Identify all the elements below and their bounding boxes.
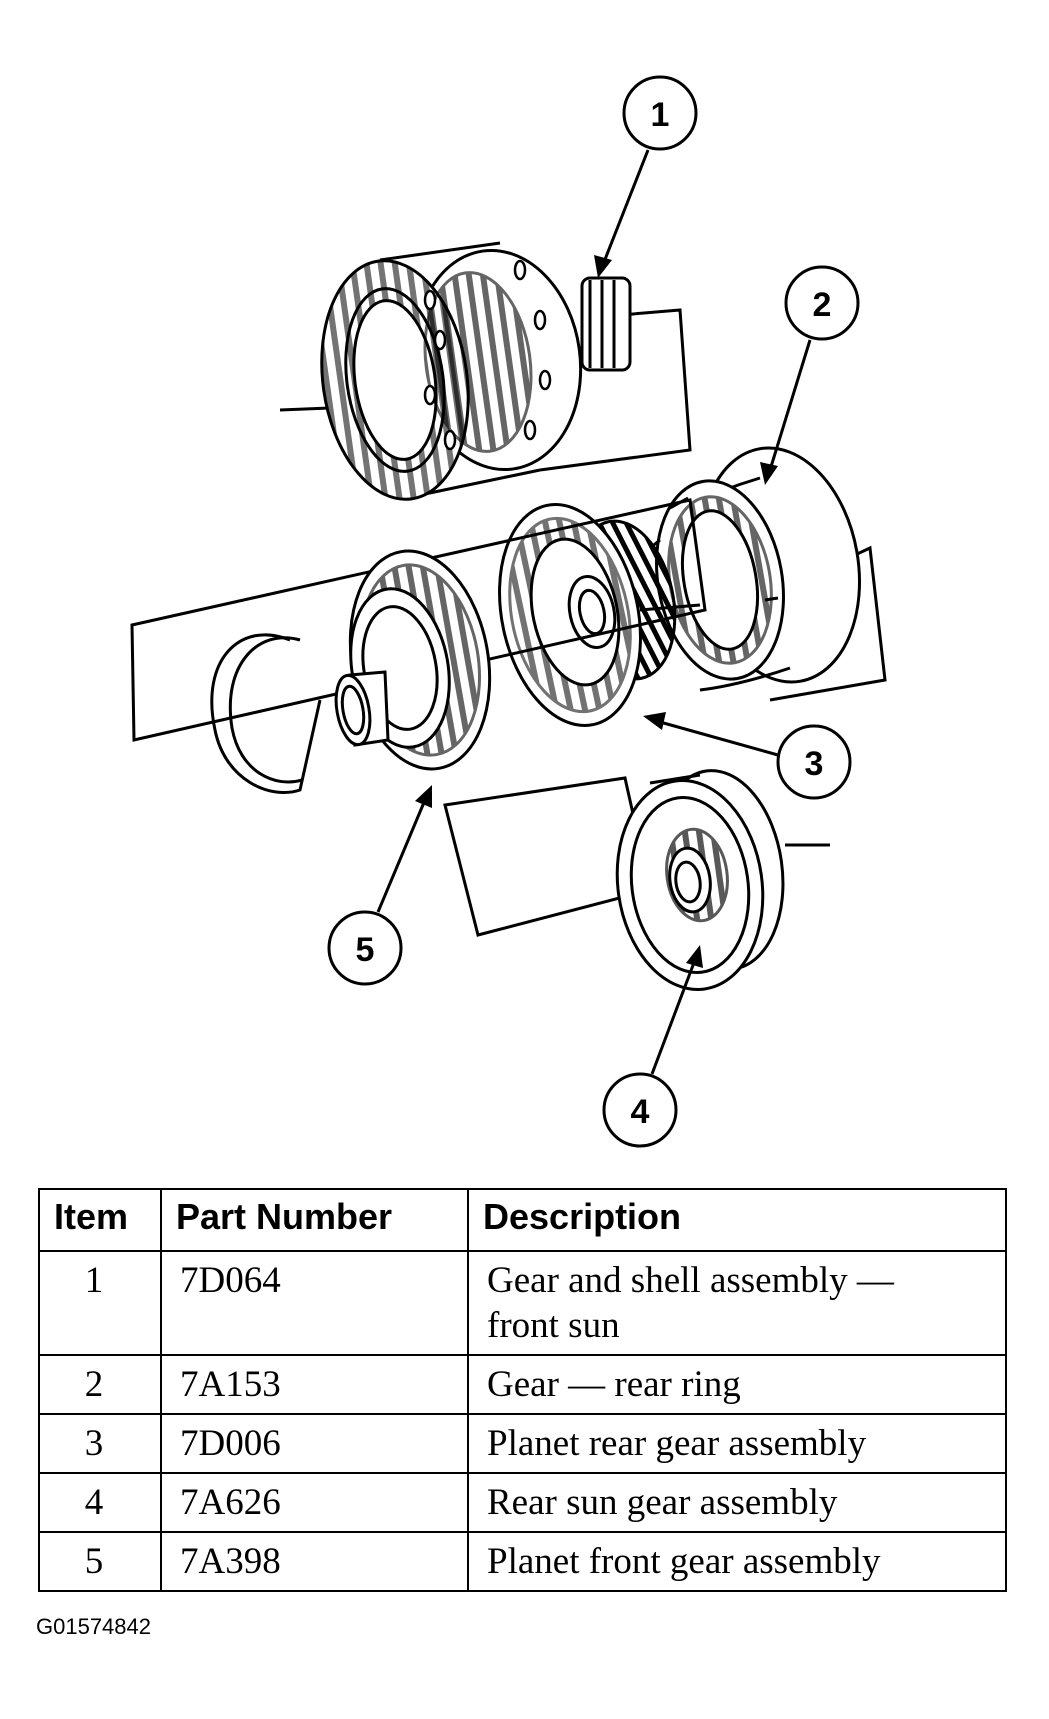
header-description: Description [467, 1188, 1007, 1252]
part-number-cell: 7A398 [160, 1531, 469, 1592]
description-line: Planet front gear assembly [487, 1541, 881, 1582]
description-cell: Planet rear gear assembly [467, 1413, 1007, 1474]
callout-3: 3 [643, 712, 852, 800]
table-header-row: Item Part Number Description [38, 1188, 1007, 1252]
item-cell: 4 [38, 1472, 162, 1533]
description-line: Rear sun gear assembly [487, 1482, 838, 1523]
description-cell: Gear — rear ring [467, 1354, 1007, 1415]
callout-3-label: 3 [805, 745, 824, 783]
description-cell: Planet front gear assembly [467, 1531, 1007, 1592]
callout-5-label: 5 [356, 931, 375, 969]
callout-5: 5 [327, 785, 432, 986]
rear-sun-gear [443, 769, 830, 991]
parts-table: Item Part Number Description 1 7D064 Gea… [38, 1188, 1007, 1592]
item-cell: 3 [38, 1413, 162, 1474]
header-part-number: Part Number [160, 1188, 469, 1252]
callout-2-label: 2 [813, 286, 832, 324]
rear-ring-gear [649, 446, 887, 702]
header-item: Item [38, 1188, 162, 1252]
callout-4-label: 4 [631, 1093, 650, 1131]
item-cell: 2 [38, 1354, 162, 1415]
callout-4: 4 [602, 945, 703, 1148]
item-cell: 5 [38, 1531, 162, 1592]
part-number-cell: 7D006 [160, 1413, 469, 1474]
description-line: Gear and shell assembly — [487, 1260, 894, 1301]
table-row: 3 7D006 Planet rear gear assembly [38, 1413, 1007, 1474]
part-number-cell: 7A626 [160, 1472, 469, 1533]
exploded-gear-diagram: 1 2 3 4 5 [130, 75, 887, 1148]
description-line: front sun [487, 1305, 620, 1346]
description-cell: Rear sun gear assembly [467, 1472, 1007, 1533]
front-sun-gear-shell [279, 241, 692, 501]
description-line: Planet rear gear assembly [487, 1423, 867, 1464]
description-cell: Gear and shell assembly — front sun [467, 1250, 1007, 1356]
table-row: 4 7A626 Rear sun gear assembly [38, 1472, 1007, 1533]
callout-2: 2 [760, 265, 860, 485]
description-line: Gear — rear ring [487, 1364, 741, 1405]
callout-1: 1 [594, 75, 698, 278]
callout-1-label: 1 [651, 96, 670, 134]
part-number-cell: 7D064 [160, 1250, 469, 1356]
table-row: 1 7D064 Gear and shell assembly — front … [38, 1250, 1007, 1356]
table-row: 2 7A153 Gear — rear ring [38, 1354, 1007, 1415]
table-row: 5 7A398 Planet front gear assembly [38, 1531, 1007, 1592]
planet-front-gear [130, 498, 707, 794]
planet-rear-gear [498, 503, 701, 727]
figure-code: G01574842 [36, 1614, 151, 1639]
part-number-cell: 7A153 [160, 1354, 469, 1415]
item-cell: 1 [38, 1250, 162, 1356]
